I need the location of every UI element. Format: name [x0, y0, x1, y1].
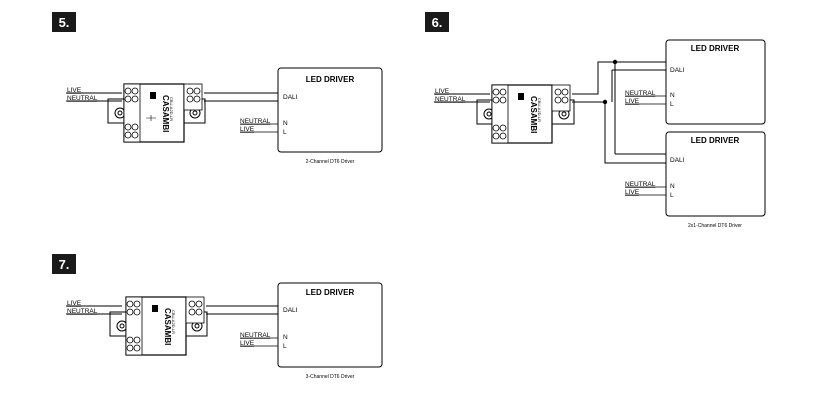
diagram-5-number-box — [52, 12, 76, 32]
diagram-6-number-box — [425, 12, 449, 32]
diagram-6-module-model: CBU-A2D-LR — [537, 98, 542, 122]
diagram-5-bluetooth-icon — [150, 92, 156, 99]
diagram-5-driver-dali: DALI — [283, 94, 298, 101]
diagram-5-caption: 2-Channel DT6 Driver — [306, 159, 355, 165]
diagram-7-driver-dali: DALI — [283, 307, 298, 314]
diagram-6-casambi-module: CASAMBI CBU-A2D-LR — [476, 84, 575, 144]
diagram-5-live-input-label: LIVE — [67, 87, 82, 94]
diagram-5-driver-live-label: LIVE — [240, 126, 255, 133]
diagram-6-bluetooth-icon — [518, 93, 524, 100]
diagram-6-driver-2-dali: DALI — [670, 157, 685, 164]
diagram-5-driver-neutral-label: NEUTRAL — [240, 118, 271, 125]
diagram-5-neutral-input-label: NEUTRAL — [67, 95, 98, 102]
diagram-6-driver-2-neutral-label: NEUTRAL — [625, 181, 656, 188]
diagram-6-junction-dot — [602, 99, 608, 105]
diagram-7: 7. LIVE NEUTRAL CASAMBI CBU-A2D-LR — [52, 254, 383, 380]
diagram-7-driver-title: LED DRIVER — [306, 288, 355, 297]
diagram-6-live-input-label: LIVE — [435, 88, 450, 95]
diagram-7-driver-l: L — [283, 343, 287, 350]
diagram-6-driver-1-n: N — [670, 92, 675, 99]
diagram-7-bluetooth-icon — [152, 305, 158, 312]
diagram-7-module-brand: CASAMBI — [163, 308, 172, 345]
diagram-6-driver-2-n: N — [670, 183, 675, 190]
diagram-7-driver-neutral-label: NEUTRAL — [240, 332, 271, 339]
diagram-7-led-driver: LED DRIVER DALI N L — [277, 282, 383, 368]
diagram-6-led-driver-1: LED DRIVER DALI N L — [665, 39, 766, 125]
diagram-7-live-input-label: LIVE — [67, 300, 82, 307]
diagram-6-led-driver-2: LED DRIVER DALI N L — [665, 131, 766, 217]
diagram-5-module-model: CBU-A2D-LR — [169, 97, 174, 121]
diagram-7-number: 7. — [59, 257, 70, 272]
diagram-6-driver-2-live-label: LIVE — [625, 189, 640, 196]
diagram-5-led-driver: LED DRIVER DALI N L — [277, 67, 383, 153]
diagram-5-casambi-module: CASAMBI CBU-A2D-LR — [107, 83, 206, 143]
diagram-6-driver-1-live-label: LIVE — [625, 98, 640, 105]
diagram-7-module-model: CBU-A2D-LR — [171, 310, 176, 334]
diagram-6-driver-2-l: L — [670, 192, 674, 199]
diagram-5-number: 5. — [59, 15, 70, 30]
diagram-5-driver-title: LED DRIVER — [306, 75, 355, 84]
diagram-7-neutral-input-label: NEUTRAL — [67, 308, 98, 315]
diagram-6-module-brand: CASAMBI — [529, 96, 538, 133]
diagram-6-caption: 2x1-Channel DT6 Driver — [688, 223, 742, 229]
diagram-6-neutral-input-label: NEUTRAL — [435, 96, 466, 103]
diagram-5-driver-l: L — [283, 129, 287, 136]
diagram-7-driver-n: N — [283, 334, 288, 341]
diagram-7-number-box — [52, 254, 76, 274]
diagram-6-driver-1-dali: DALI — [670, 67, 685, 74]
diagram-6-driver-1-l: L — [670, 101, 674, 108]
diagram-5: 5. LIVE NEUTRAL CASAMBI CBU-A2D-LR — [52, 12, 383, 165]
diagram-6-driver-2-title: LED DRIVER — [691, 136, 740, 145]
diagram-7-casambi-module: CASAMBI CBU-A2D-LR — [109, 296, 208, 356]
diagram-6-driver-1-neutral-label: NEUTRAL — [625, 90, 656, 97]
diagram-5-driver-n: N — [283, 120, 288, 127]
diagram-7-driver-live-label: LIVE — [240, 340, 255, 347]
diagram-6-junction-dot — [612, 59, 618, 65]
diagram-7-caption: 3-Channel DT6 Driver — [306, 374, 355, 380]
diagram-6-driver-1-title: LED DRIVER — [691, 44, 740, 53]
diagram-5-module-brand: CASAMBI — [161, 95, 170, 132]
diagram-6: 6. LIVE NEUTRAL CASAMBI CBU-A2D-LR — [425, 12, 766, 229]
diagram-6-number: 6. — [432, 15, 443, 30]
